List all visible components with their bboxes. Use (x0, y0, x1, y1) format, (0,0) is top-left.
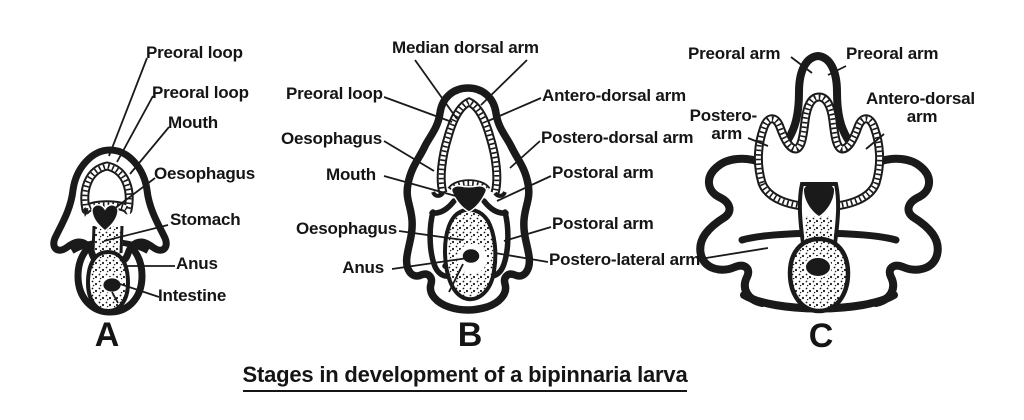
label-c-postero-arm-line1: Postero- (689, 106, 758, 125)
label-c-antero-dorsal-line1: Antero-dorsal (866, 89, 975, 108)
stage-a-letter: A (94, 316, 120, 354)
label-c-preoral-arm-right: Preoral arm (846, 44, 939, 63)
leader-b-median-dorsal-right (480, 59, 528, 106)
leader-a-mouth (129, 126, 170, 175)
larva-c-preoral-arch (783, 51, 853, 144)
label-b-oesophagus-lower: Oesophagus (296, 219, 397, 238)
label-b-postero-dorsal-arm: Postero-dorsal arm (541, 128, 694, 147)
larva-b-mouth (450, 185, 488, 213)
leader-b-oesophagus-upper (383, 140, 435, 172)
larva-c-anus (804, 256, 832, 278)
larva-b-preoral-band-core (438, 99, 500, 194)
larva-b-band-curls (431, 191, 507, 198)
label-b-anus: Anus (342, 258, 384, 277)
figure-caption-text: Stages in development of a bipinnaria la… (242, 362, 688, 392)
leader-b-mouth (383, 175, 464, 199)
larva-b-postoral-shoulders (429, 198, 509, 216)
label-a-preoral-loop-inner: Preoral loop (152, 83, 249, 102)
leader-b-postoral-upper (496, 175, 552, 202)
label-b-postoral-arm-lower: Postoral arm (552, 214, 654, 233)
label-b-preoral-loop: Preoral loop (286, 84, 383, 103)
larva-c-crown-band-core (755, 94, 883, 210)
label-a-anus: Anus (176, 254, 218, 273)
larva-b (402, 84, 534, 314)
label-b-postero-lateral-arm: Postero-lateral arm (549, 250, 701, 269)
larva-b-anus (461, 247, 481, 265)
figure-caption: Stages in development of a bipinnaria la… (240, 362, 690, 392)
leader-b-postero-lateral (494, 252, 549, 263)
leader-c-preoral-right (827, 65, 847, 76)
leader-b-preoral-loop (383, 96, 453, 123)
larva-c (696, 51, 942, 314)
leader-lines (103, 56, 885, 298)
label-b-median-dorsal-arm: Median dorsal arm (392, 38, 539, 57)
leader-a-oesophagus (109, 177, 156, 213)
larva-a-preoral-band-hatch (82, 163, 132, 218)
leader-b-antero-dorsal (487, 97, 542, 122)
label-b-antero-dorsal-arm: Antero-dorsal arm (542, 86, 686, 105)
leader-c-postero-lateral (699, 247, 769, 260)
larva-a-stomach-walls (91, 225, 124, 254)
label-c-postero-arm-line2: arm (711, 124, 742, 143)
label-b-postoral-arm-upper: Postoral arm (552, 163, 654, 182)
leader-a-preoral-outer (108, 57, 148, 157)
larva-c-column-stipple (804, 216, 834, 241)
label-a-oesophagus: Oesophagus (154, 164, 255, 183)
leader-b-postero-dorsal (509, 140, 541, 169)
leader-c-preoral-left (790, 56, 813, 74)
leader-a-intestine (113, 281, 160, 298)
label-b-mouth: Mouth (326, 165, 376, 184)
larva-a-anus (101, 276, 123, 294)
label-a-intestine: Intestine (158, 286, 227, 305)
larva-a-intestine-line (111, 291, 119, 304)
leader-b-median-dorsal-left (414, 59, 458, 120)
leader-c-postero-arm (747, 137, 769, 147)
leader-a-stomach (103, 224, 169, 242)
leader-b-postoral-lower (503, 226, 552, 242)
larva-c-left-arms (696, 154, 767, 307)
label-c-antero-dorsal-line2: arm (906, 107, 938, 126)
label-a-stomach: Stomach (170, 210, 241, 229)
larva-c-right-arms (871, 154, 942, 307)
leader-b-anus (391, 257, 469, 270)
label-b-oesophagus-upper: Oesophagus (281, 129, 382, 148)
label-a-preoral-loop-outer: Preoral loop (146, 43, 243, 62)
label-a-mouth: Mouth (168, 113, 218, 132)
stage-c-letter: C (808, 317, 834, 355)
stage-b-letter: B (457, 316, 483, 354)
larva-b-intestine-line (448, 263, 464, 293)
label-c-preoral-arm-left: Preoral arm (688, 44, 781, 63)
larva-c-mouth (804, 183, 834, 216)
leader-a-preoral-inner (116, 95, 154, 163)
larva-a (50, 146, 170, 316)
leader-c-antero-dorsal (865, 133, 885, 150)
leader-b-oesophagus-lower (398, 230, 464, 241)
